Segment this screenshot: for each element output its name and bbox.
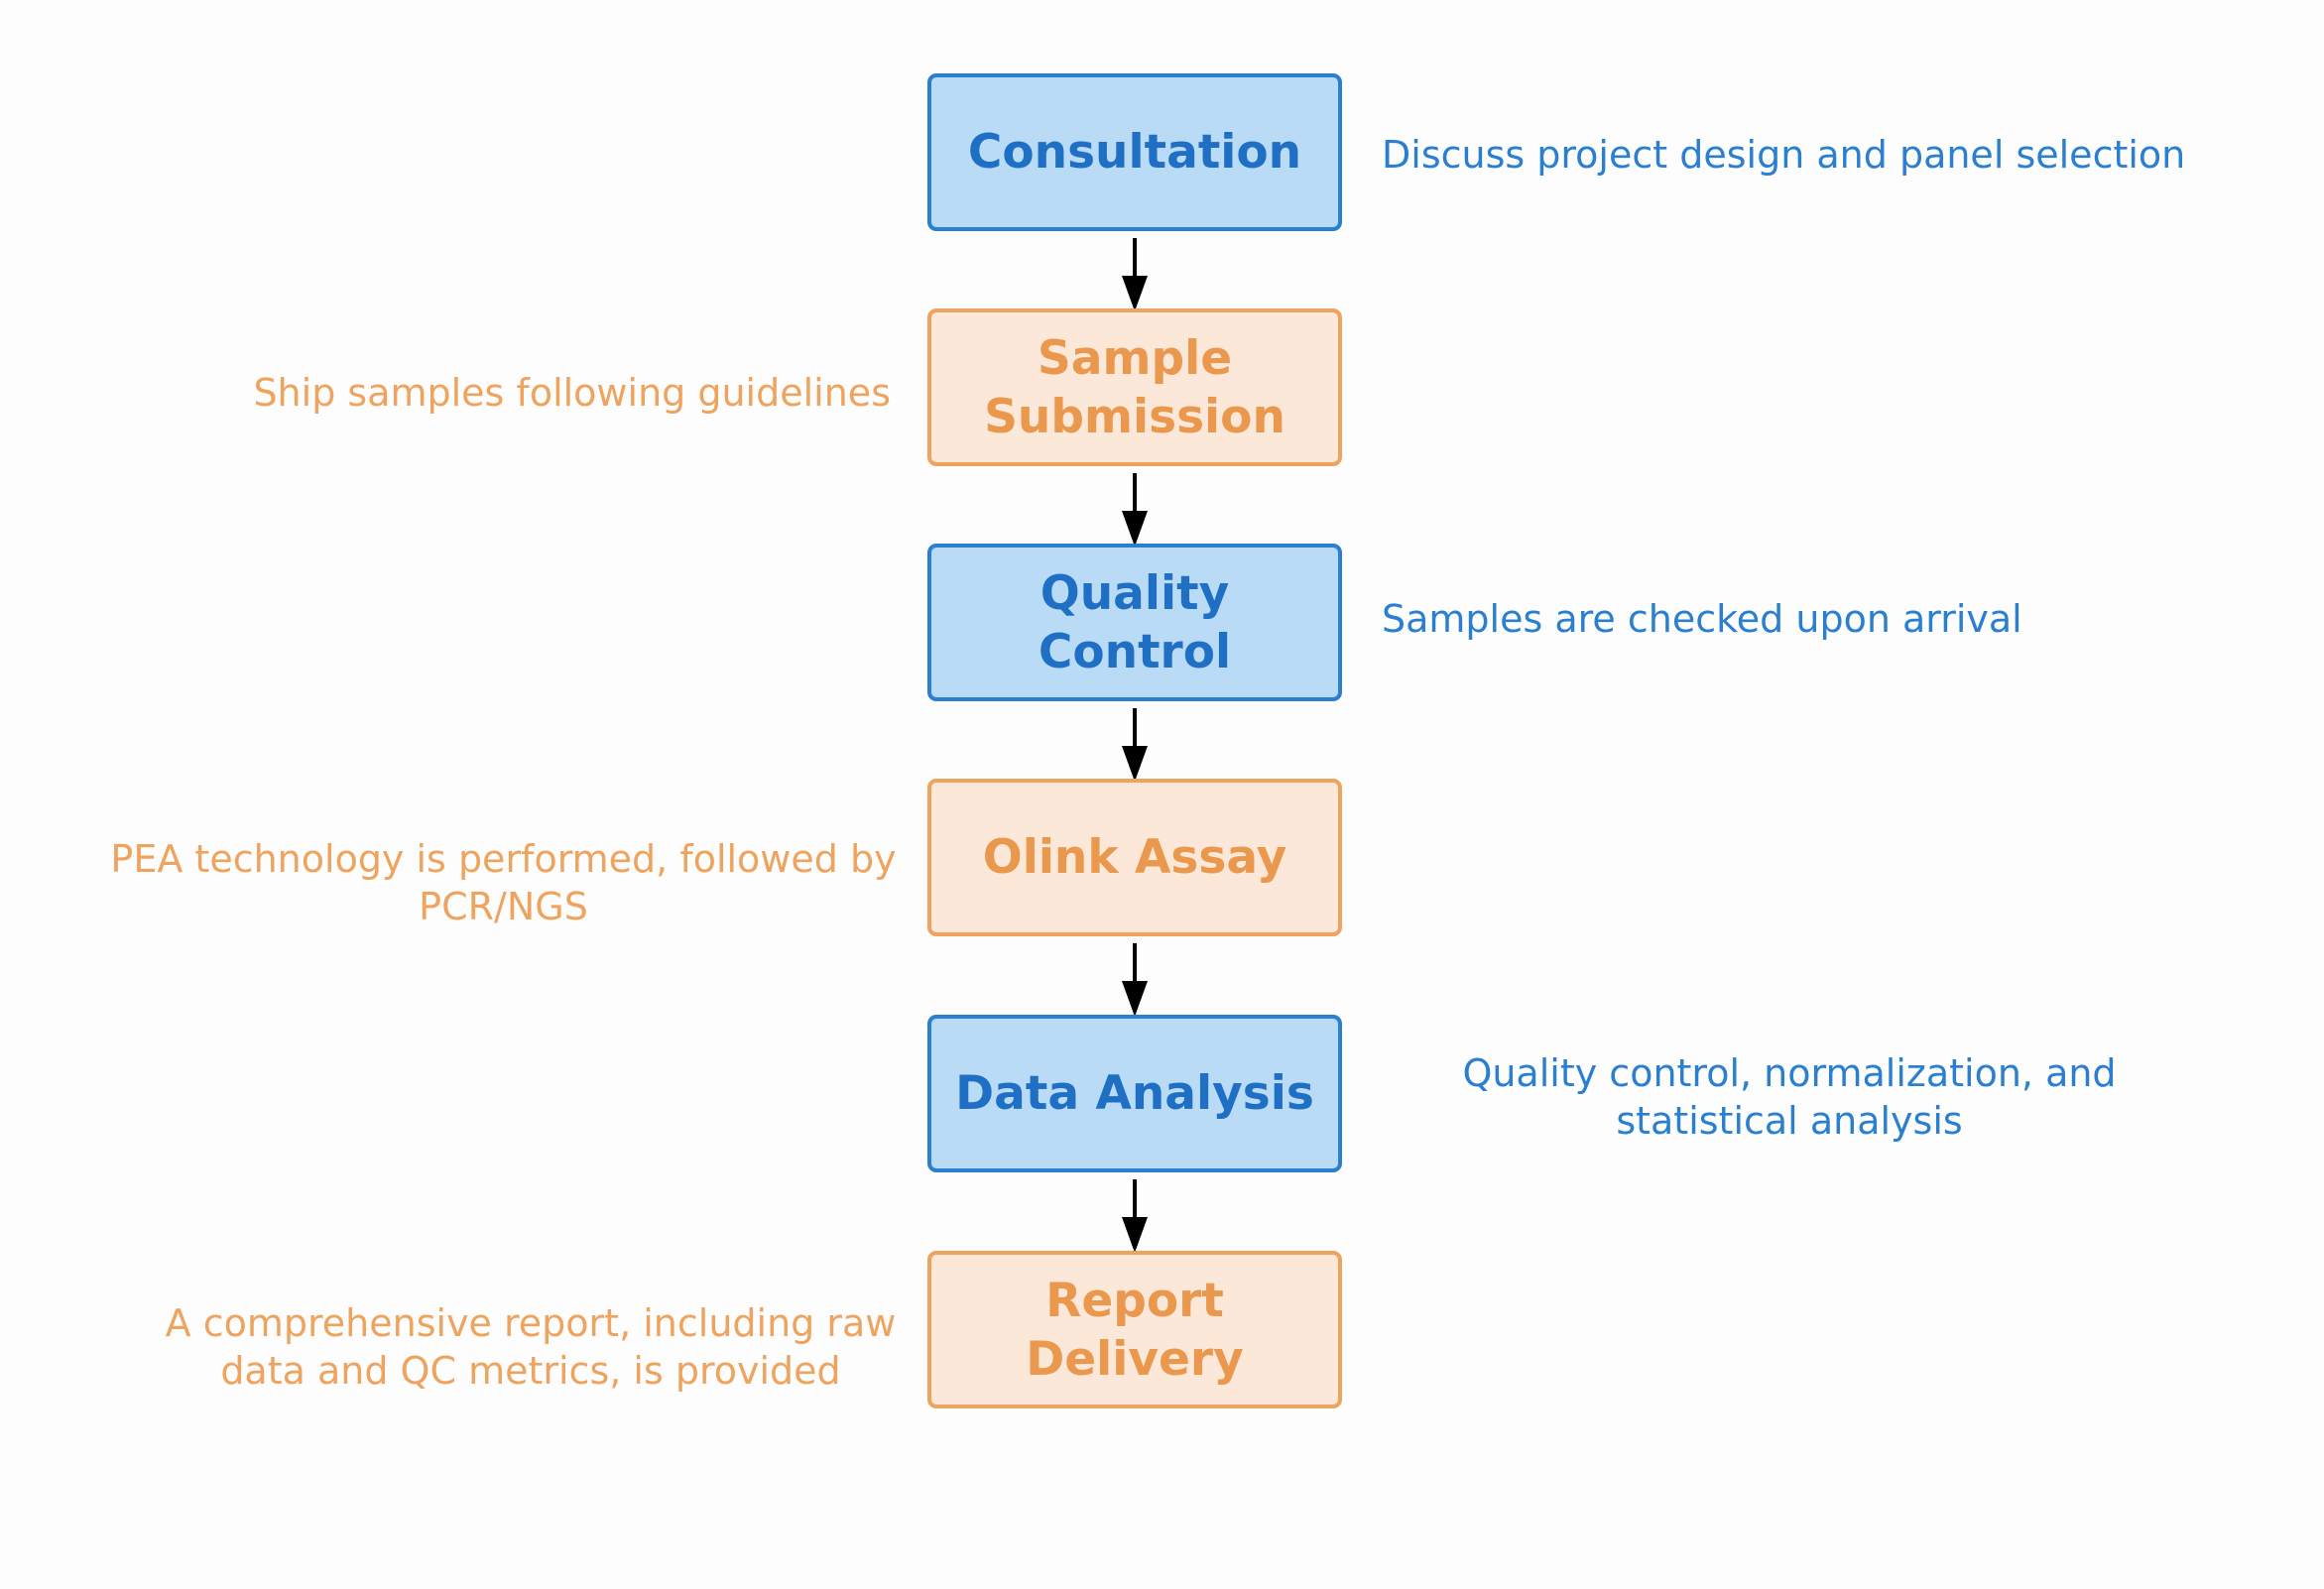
step-data-analysis: Data Analysis xyxy=(927,1015,1342,1172)
arrow-4 xyxy=(1122,943,1148,1017)
step-label: Consultation xyxy=(967,125,1302,180)
description-olink-assay: PEA technology is performed, followed by… xyxy=(110,837,897,928)
description-quality-control: Samples are checked upon arrival xyxy=(1382,597,2022,641)
step-olink-assay: Olink Assay xyxy=(927,779,1342,936)
step-consultation: Consultation xyxy=(927,73,1342,231)
step-label: Sample Submission xyxy=(984,330,1285,444)
arrow-5 xyxy=(1122,1179,1148,1253)
step-report-delivery: Report Delivery xyxy=(927,1251,1342,1408)
arrow-2 xyxy=(1122,473,1148,547)
step-quality-control: Quality Control xyxy=(927,544,1342,701)
arrow-1 xyxy=(1122,238,1148,311)
step-sample-submission: Sample Submission xyxy=(927,308,1342,466)
step-label: Report Delivery xyxy=(1026,1273,1244,1387)
step-label: Quality Control xyxy=(1038,565,1232,679)
arrow-3 xyxy=(1122,708,1148,782)
step-label: Olink Assay xyxy=(982,830,1287,885)
description-sample-submission: Ship samples following guidelines xyxy=(253,371,891,415)
description-report-delivery: A comprehensive report, including raw da… xyxy=(165,1301,897,1393)
step-label: Data Analysis xyxy=(955,1066,1314,1121)
description-consultation: Discuss project design and panel selecti… xyxy=(1382,133,2186,177)
description-data-analysis: Quality control, normalization, and stat… xyxy=(1462,1051,2117,1143)
